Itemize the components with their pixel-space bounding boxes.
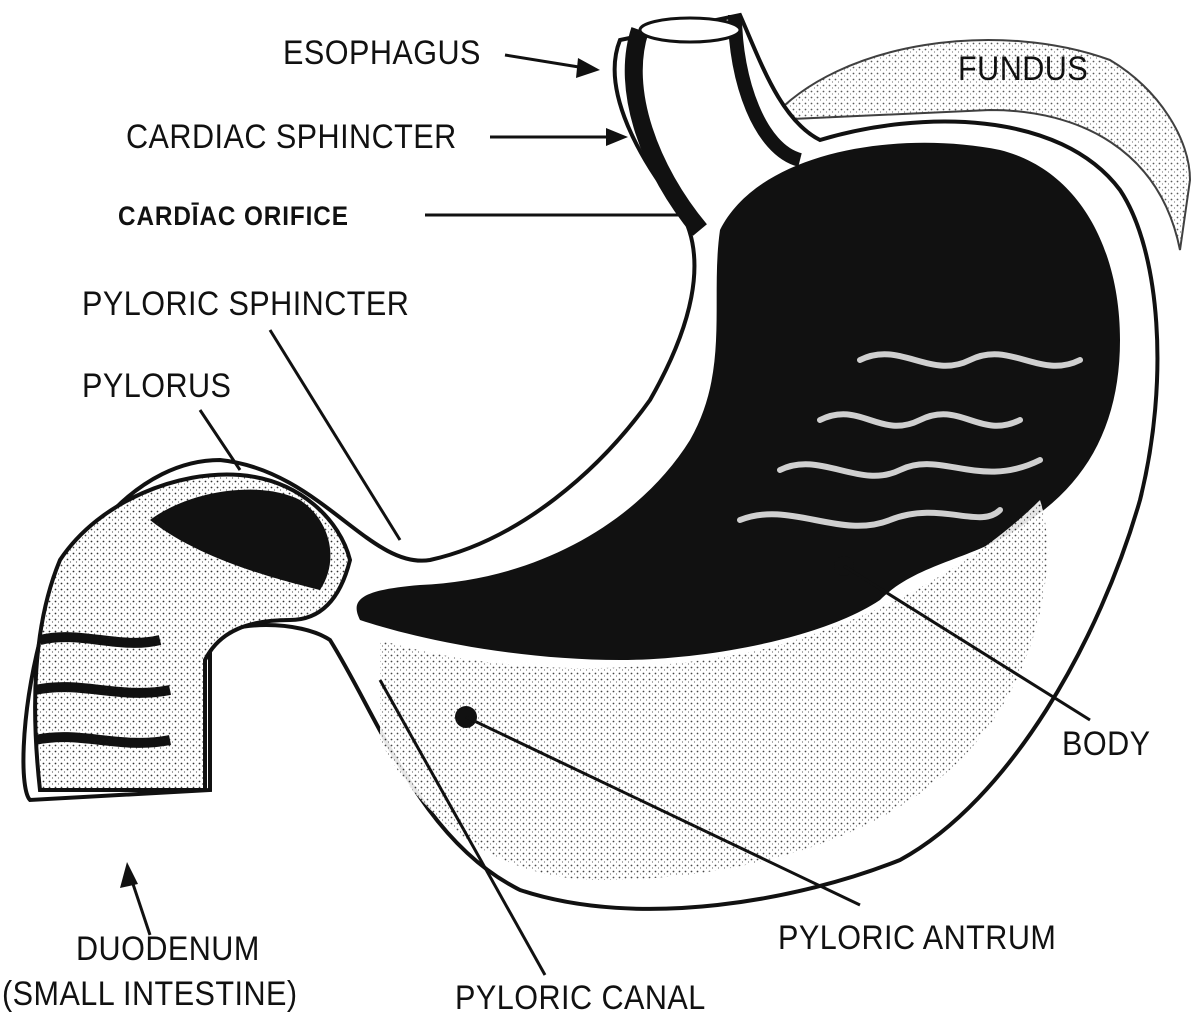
label-fundus: FUNDUS <box>958 52 1088 86</box>
label-cardiac-sphincter: CARDIAC SPHINCTER <box>126 120 457 154</box>
label-pylorus: PYLORUS <box>82 369 231 403</box>
label-pyloric-canal: PYLORIC CANAL <box>455 981 706 1015</box>
label-pyloric-sphincter: PYLORIC SPHINCTER <box>82 287 409 321</box>
label-esophagus: ESOPHAGUS <box>283 36 481 70</box>
label-cardiac-orifice: CARDĪAC ORIFICE <box>118 203 349 230</box>
label-body: BODY <box>1062 727 1151 761</box>
label-pyloric-antrum: PYLORIC ANTRUM <box>778 921 1056 955</box>
label-duodenum: DUODENUM <box>76 932 260 966</box>
label-duodenum-note: (SMALL INTESTINE) <box>2 977 298 1011</box>
